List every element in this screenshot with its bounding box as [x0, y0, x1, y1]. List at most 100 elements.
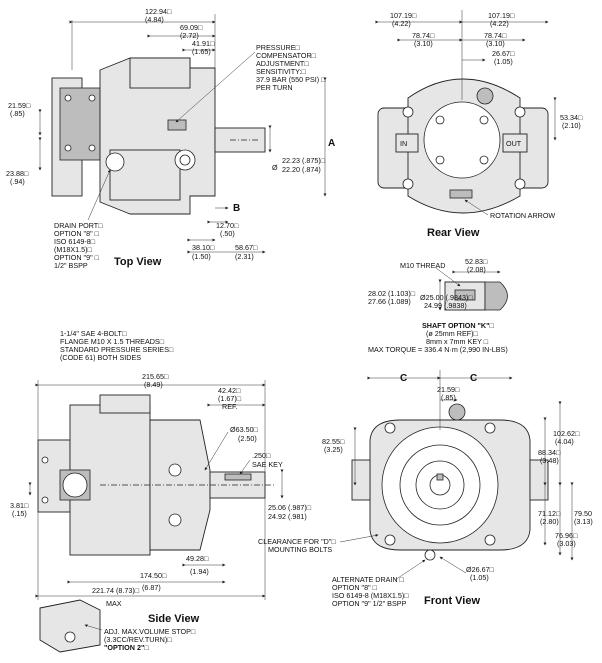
front-label-c-right: C	[470, 373, 477, 384]
top-dim-8: 58.67□	[235, 243, 258, 252]
svg-text:STANDARD PRESSURE SERIES□: STANDARD PRESSURE SERIES□	[60, 345, 174, 354]
rear-out-label: OUT	[506, 139, 522, 148]
side-dim-2: 42.42□	[218, 386, 241, 395]
shaft-k-torque: MAX TORQUE = 336.4 N·m (2,990 IN-LBS)	[368, 345, 508, 354]
top-dim-8-in: (2.31)	[235, 252, 254, 261]
front-view-title: Front View	[424, 595, 480, 607]
front-clearance-1: CLEARANCE FOR "D"□	[258, 537, 336, 546]
top-dim-5-in: (.94)	[10, 177, 25, 186]
side-dim-7-in: (1.94)	[190, 567, 209, 576]
side-dim-4: .250□	[252, 451, 271, 460]
rear-dim-6-in: (2.10)	[562, 121, 581, 130]
svg-text:PRESSURE□: PRESSURE□	[256, 43, 301, 52]
front-dim-8-in: (1.05)	[470, 573, 489, 582]
svg-text:ISO 6149-8 (M18X1.5)□: ISO 6149-8 (M18X1.5)□	[332, 591, 409, 600]
rear-rotation-arrow-label: ROTATION ARROW	[490, 211, 555, 220]
side-adj-stop	[39, 599, 101, 653]
rear-dim-5: 26.67□	[492, 49, 515, 58]
rear-housing-circle	[423, 101, 501, 179]
svg-text:(M18X1.5)□: (M18X1.5)□	[54, 245, 93, 254]
top-label-b: B	[233, 203, 240, 214]
front-dim-2: 82.55□	[322, 437, 345, 446]
rear-dim-4: 78.74□	[484, 31, 507, 40]
shaft-k-dim-1: 52.83□	[465, 257, 488, 266]
front-alt-drain	[424, 549, 436, 561]
top-dim-6: 12.70□	[216, 221, 239, 230]
rear-in-port	[395, 133, 419, 153]
side-dim-8: 174.50□	[140, 571, 167, 580]
top-dim-2-in: (2.72)	[180, 31, 199, 40]
side-dim-2-ref: REF.	[222, 402, 238, 411]
top-view: 122.94□ (4.84) 69.09□ (2.72) 41.91□ (1.6…	[6, 7, 335, 270]
side-dim-9: 221.74 (8.73)□	[92, 586, 140, 595]
side-dim-9-max: MAX	[106, 599, 122, 608]
top-dim-7-in: (1.50)	[192, 252, 211, 261]
side-dim-4-key: SAE KEY	[252, 460, 283, 469]
top-shaft-dia-2: 22.20 (.874)	[282, 165, 321, 174]
svg-text:FLANGE M10 X 1.5 THREADS□: FLANGE M10 X 1.5 THREADS□	[60, 337, 165, 346]
svg-text:1/2" BSPP: 1/2" BSPP	[54, 261, 88, 270]
svg-text:37.9 BAR (550 PSI) □: 37.9 BAR (550 PSI) □	[256, 75, 326, 84]
svg-text:OPTION "8" □: OPTION "8" □	[332, 583, 378, 592]
front-dim-4: 88.34□	[538, 448, 561, 457]
front-compensator	[448, 403, 466, 421]
rear-dim-3: 78.74□	[412, 31, 435, 40]
rear-dim-2-in: (4.22)	[490, 19, 509, 28]
top-dim-4-in: (.85)	[10, 109, 25, 118]
side-dim-5: 3.81□	[10, 501, 29, 510]
top-dim-7: 38.10□	[192, 243, 215, 252]
svg-text:ISO 6149-8□: ISO 6149-8□	[54, 237, 96, 246]
side-dim-8-in: (6.87)	[142, 583, 161, 592]
side-view-title: Side View	[148, 613, 200, 625]
front-dim-8: Ø26.67□	[466, 565, 495, 574]
shaft-k-dim-3-b: 24.99 (.9838)	[424, 301, 467, 310]
front-view: C C 21.59□ (.85) 82.55□ (3.25) 102.62□ (…	[258, 370, 593, 608]
rear-dim-4-in: (3.10)	[486, 39, 505, 48]
rear-out-port	[502, 133, 528, 153]
top-view-title: Top View	[114, 256, 162, 268]
svg-text:1-1/4" SAE 4-BOLT□: 1-1/4" SAE 4-BOLT□	[60, 329, 127, 338]
front-dim-7-in: (3.03)	[557, 539, 576, 548]
svg-text:DRAIN PORT□: DRAIN PORT□	[54, 221, 103, 230]
front-dim-3: 102.62□	[553, 429, 580, 438]
rear-dim-1: 107.19□	[390, 11, 417, 20]
side-dim-7: 49.28□	[186, 554, 209, 563]
side-dim-1-in: (8.49)	[144, 380, 163, 389]
top-label-a: A	[328, 138, 335, 149]
side-view: 1-1/4" SAE 4-BOLT□ FLANGE M10 X 1.5 THRE…	[10, 329, 312, 653]
shaft-k-dim-1-in: (2.08)	[467, 265, 486, 274]
front-label-c-left: C	[400, 373, 407, 384]
svg-text:ADJUSTMENT□: ADJUSTMENT□	[256, 59, 309, 68]
rear-dim-5-in: (1.05)	[494, 57, 513, 66]
top-dim-4: 21.59□	[8, 101, 31, 110]
front-drain-note: ALTERNATE DRAIN □ OPTION "8" □ ISO 6149-…	[332, 575, 409, 608]
shaft-option-k: M10 THREAD 52.83□ (2.08) 28.02 (1.103)□ …	[368, 257, 508, 354]
front-dim-3-in: (4.04)	[555, 437, 574, 446]
svg-text:SENSITIVITY:□: SENSITIVITY:□	[256, 67, 307, 76]
rear-dim-3-in: (3.10)	[414, 39, 433, 48]
side-dim-6-b: 24.92 (.981)	[268, 512, 307, 521]
rear-in-label: IN	[400, 139, 407, 148]
side-dim-5-in: (.15)	[12, 509, 27, 518]
side-dim-3-in: (2.50)	[238, 434, 257, 443]
rear-view: 107.19□ (4.22) 107.19□ (4.22) 78.74□ (3.…	[375, 10, 583, 239]
front-dim-7: 76.96□	[555, 531, 578, 540]
top-dim-overall-in: (4.84)	[145, 15, 164, 24]
rear-view-title: Rear View	[427, 227, 480, 239]
rear-dim-2: 107.19□	[488, 11, 515, 20]
front-dim-1: 21.59□	[437, 385, 460, 394]
top-dim-3-in: (1.65)	[192, 47, 211, 56]
side-stop-2: (3.3CC/REV.TURN)□	[104, 635, 172, 644]
top-drain-note: DRAIN PORT□ OPTION "8" □ ISO 6149-8□ (M1…	[54, 221, 103, 270]
top-dim-3: 41.91□	[192, 39, 215, 48]
shaft-k-dim-2-b: 27.66 (1.089)	[368, 297, 411, 306]
rear-dim-6: 53.34□	[560, 113, 583, 122]
top-compensator-screw	[167, 119, 187, 131]
svg-text:ALTERNATE DRAIN □: ALTERNATE DRAIN □	[332, 575, 405, 584]
side-port	[62, 472, 88, 498]
rear-rotation-arrow-plate	[449, 189, 473, 199]
rear-dim-1-in: (4.22)	[392, 19, 411, 28]
front-dim-5-in: (2.80)	[540, 517, 559, 526]
side-stop-1: ADJ. MAX.VOLUME STOP□	[104, 627, 196, 636]
top-dim-2: 69.09□	[180, 23, 203, 32]
